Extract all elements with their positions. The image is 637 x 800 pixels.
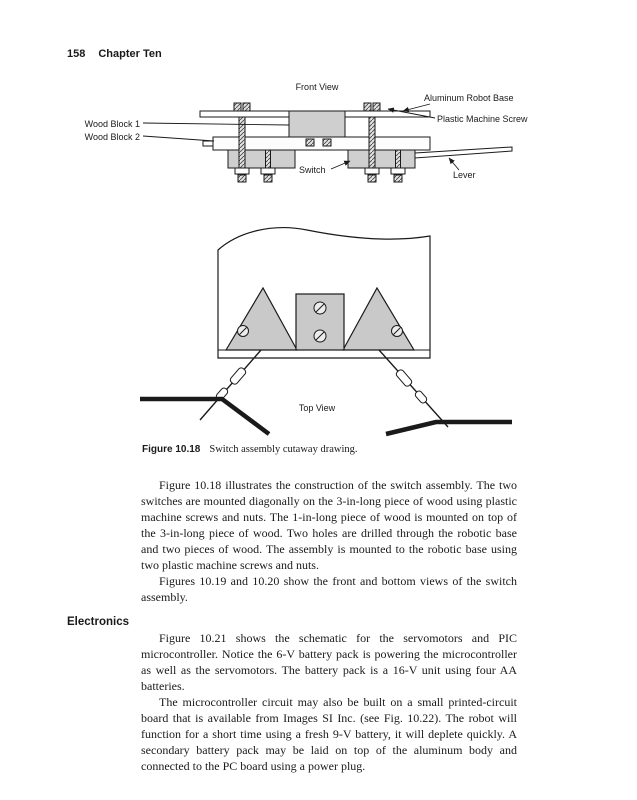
- wood-block-1-shape: [288, 110, 346, 138]
- block-screws: [305, 138, 332, 147]
- screw-heads: [233, 102, 381, 112]
- chapter-title: Chapter Ten: [98, 48, 162, 60]
- lever-arm-shape: [414, 146, 513, 159]
- nuts: [234, 167, 406, 183]
- figure-caption: Figure 10.18 Switch assembly cutaway draw…: [142, 444, 358, 455]
- label-switch: Switch: [299, 165, 326, 175]
- body-paragraph-4: The microcontroller circuit may also be …: [141, 695, 517, 773]
- body-text-block-2: Figure 10.21 shows the schematic for the…: [141, 630, 517, 774]
- front-view-drawing: Front View Aluminum Robot Base Plastic M…: [85, 82, 528, 183]
- figure-caption-label: Figure 10.18: [142, 444, 201, 455]
- top-view-levers: [199, 349, 449, 428]
- label-plastic-machine-screw: Plastic Machine Screw: [437, 114, 528, 124]
- switch-body-left: [227, 149, 296, 169]
- body-text-block-1: Figure 10.18 illustrates the constructio…: [141, 477, 517, 605]
- body-paragraph-3: Figure 10.21 shows the schematic for the…: [141, 631, 517, 693]
- label-wood-block-1: Wood Block 1: [85, 119, 140, 129]
- label-front-view: Front View: [296, 82, 339, 92]
- contact-bar-right: [385, 419, 512, 437]
- screw-circles: [237, 301, 403, 343]
- section-heading-electronics: Electronics: [67, 616, 129, 628]
- running-head: 158 Chapter Ten: [67, 48, 162, 60]
- lever-right: [378, 349, 449, 428]
- body-paragraph-2: Figures 10.19 and 10.20 show the front a…: [141, 574, 517, 604]
- top-view-drawing: Top View: [140, 227, 512, 437]
- switch-body-right: [347, 149, 416, 169]
- body-paragraph-1: Figure 10.18 illustrates the constructio…: [141, 478, 517, 572]
- figure-10-18-drawing: Front View Aluminum Robot Base Plastic M…: [85, 82, 528, 437]
- label-wood-block-2: Wood Block 2: [85, 132, 140, 142]
- contact-bar-left: [140, 396, 271, 436]
- label-lever: Lever: [453, 170, 476, 180]
- label-aluminum-robot-base: Aluminum Robot Base: [424, 93, 514, 103]
- page-number: 158: [67, 48, 86, 60]
- leader-lines: [142, 103, 460, 171]
- lever-left: [199, 349, 262, 421]
- label-top-view: Top View: [299, 403, 336, 413]
- figure-caption-text: Switch assembly cutaway drawing.: [209, 444, 358, 455]
- wood-block-2-shape: [212, 136, 431, 151]
